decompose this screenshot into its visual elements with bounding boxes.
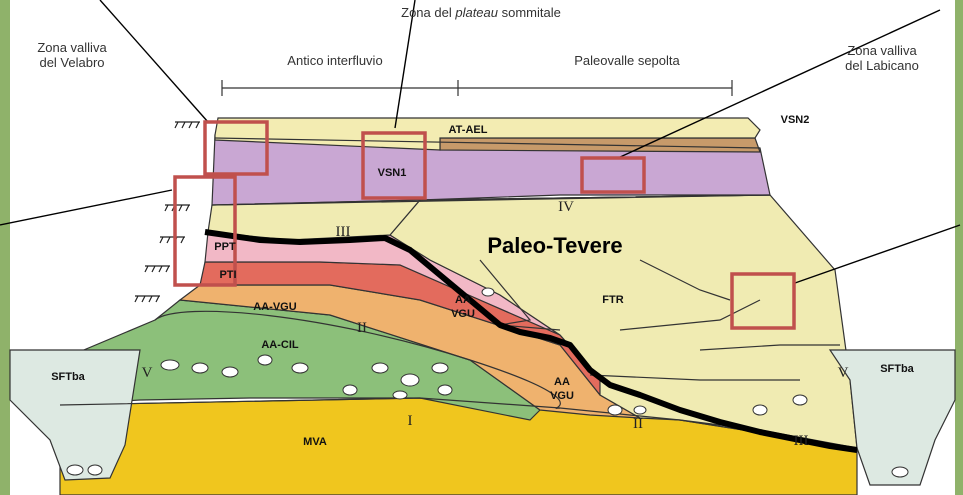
unit-ppt: PPT	[214, 241, 236, 253]
label-paleovalle: Paleovalle sepolta	[574, 53, 680, 68]
label-labicano-2: del Labicano	[845, 58, 919, 73]
unit-vsn2: VSN2	[781, 114, 810, 126]
unit-mva: MVA	[303, 436, 327, 448]
roman-iv: IV	[558, 199, 574, 215]
unit-vgu-b: VGU	[550, 390, 574, 402]
roman-i: I	[408, 413, 413, 429]
unit-aa-vgu: AA-VGU	[253, 301, 296, 313]
unit-pti: PTI	[219, 269, 236, 281]
label-velabro-1: Zona valliva	[37, 40, 107, 55]
unit-sftba-left: SFTba	[51, 371, 85, 383]
unit-vsn1: VSN1	[378, 167, 407, 179]
unit-ftr: FTR	[602, 294, 623, 306]
label-velabro-2: del Velabro	[39, 55, 104, 70]
unit-at-ael: AT-AEL	[449, 124, 488, 136]
unit-aa-a: AA	[455, 294, 471, 306]
roman-v-right: V	[838, 365, 849, 381]
label-plateau: Zona del plateau sommitale	[401, 5, 561, 20]
unit-aa-b: AA	[554, 376, 570, 388]
label-interfluvio: Antico interfluvio	[287, 53, 382, 68]
roman-v-left: V	[142, 365, 153, 381]
roman-iii-b: III	[794, 433, 809, 449]
roman-ii-b: II	[633, 416, 643, 432]
unit-sftba-right: SFTba	[880, 363, 914, 375]
roman-ii-a: II	[357, 320, 367, 336]
paleo-tevere-label: Paleo-Tevere	[487, 233, 622, 258]
roman-iii-a: III	[336, 224, 351, 240]
label-labicano-1: Zona valliva	[847, 43, 917, 58]
unit-vgu-a: VGU	[451, 308, 475, 320]
unit-aa-cil: AA-CIL	[261, 339, 299, 351]
